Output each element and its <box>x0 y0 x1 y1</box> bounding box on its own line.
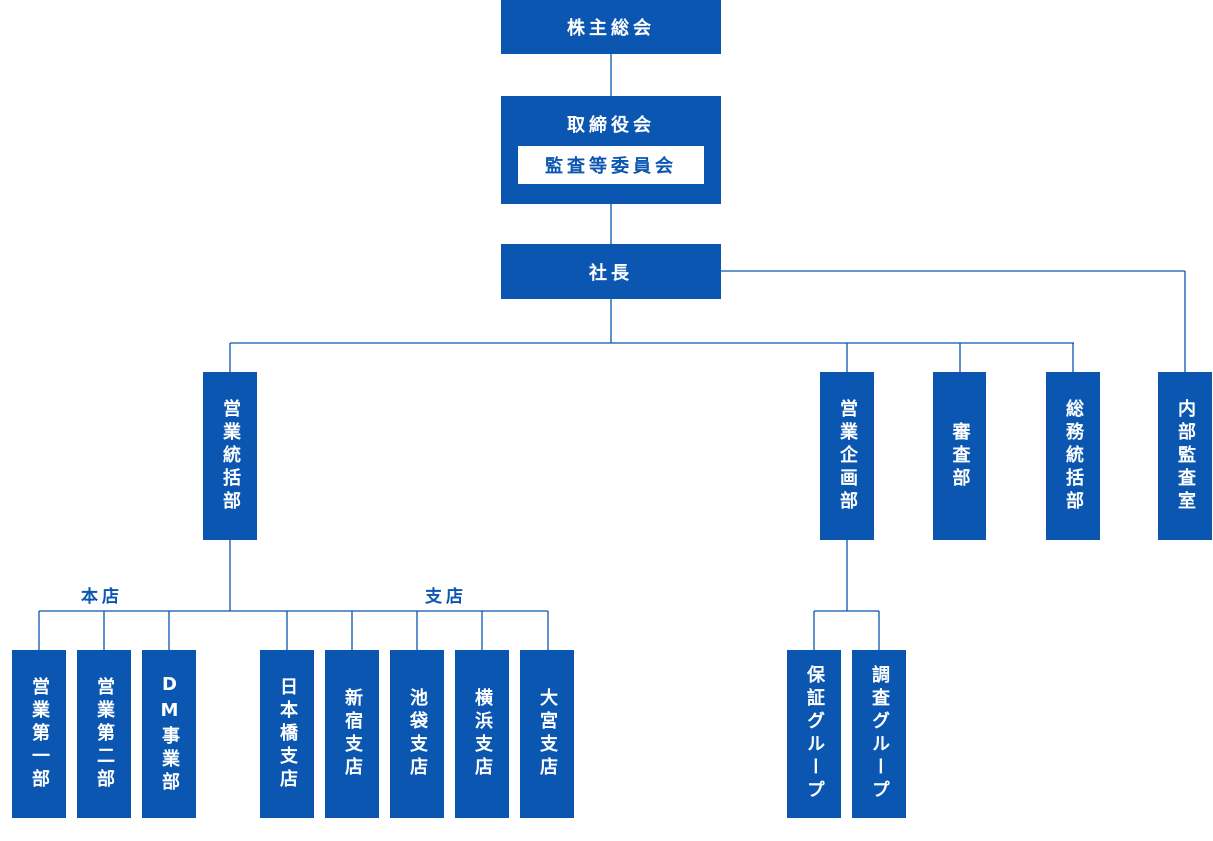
ikebukuro-branch-label: 池袋支店 <box>407 688 428 780</box>
guarantee-group-box: 保証グループ <box>787 650 841 818</box>
sales-dept-2-box: 営業第二部 <box>77 650 131 818</box>
research-group-label: 調査グループ <box>869 665 890 803</box>
audit-committee-box: 監査等委員会 <box>518 146 704 184</box>
general-affairs-box: 総務統括部 <box>1046 372 1100 540</box>
board-of-directors-label: 取締役会 <box>567 115 655 136</box>
general-affairs-label: 総務統括部 <box>1063 398 1084 514</box>
sales-planning-label: 営業企画部 <box>837 398 858 514</box>
sales-dept-1-label: 営業第一部 <box>29 676 50 792</box>
internal-audit-label: 内部監査室 <box>1175 398 1196 514</box>
shareholders-meeting-label: 株主総会 <box>567 18 655 39</box>
nihonbashi-branch-label: 日本橋支店 <box>277 676 298 792</box>
sales-dept-1-box: 営業第一部 <box>12 650 66 818</box>
internal-audit-box: 内部監査室 <box>1158 372 1212 540</box>
omiya-branch-box: 大宮支店 <box>520 650 574 818</box>
nihonbashi-branch-box: 日本橋支店 <box>260 650 314 818</box>
head-office-label: 本店 <box>81 587 123 607</box>
ikebukuro-branch-box: 池袋支店 <box>390 650 444 818</box>
yokohama-branch-label: 横浜支店 <box>472 688 493 780</box>
review-dept-box: 審査部 <box>933 372 986 540</box>
dm-business-box: DM事業部 <box>142 650 196 818</box>
board-of-directors-box: 取締役会 監査等委員会 <box>501 96 721 204</box>
president-box: 社長 <box>501 244 721 299</box>
sales-hq-box: 営業統括部 <box>203 372 257 540</box>
yokohama-branch-box: 横浜支店 <box>455 650 509 818</box>
dm-business-label: DM事業部 <box>159 673 180 795</box>
president-label: 社長 <box>589 262 633 284</box>
guarantee-group-label: 保証グループ <box>804 665 825 803</box>
omiya-branch-label: 大宮支店 <box>537 688 558 780</box>
shinjuku-branch-box: 新宿支店 <box>325 650 379 818</box>
shinjuku-branch-label: 新宿支店 <box>342 688 363 780</box>
sales-planning-box: 営業企画部 <box>820 372 874 540</box>
sales-dept-2-label: 営業第二部 <box>94 676 115 792</box>
review-dept-label: 審査部 <box>949 421 971 491</box>
sales-hq-label: 営業統括部 <box>220 398 241 514</box>
shareholders-meeting-box: 株主総会 <box>501 0 721 54</box>
research-group-box: 調査グループ <box>852 650 906 818</box>
branches-label: 支店 <box>425 587 467 607</box>
